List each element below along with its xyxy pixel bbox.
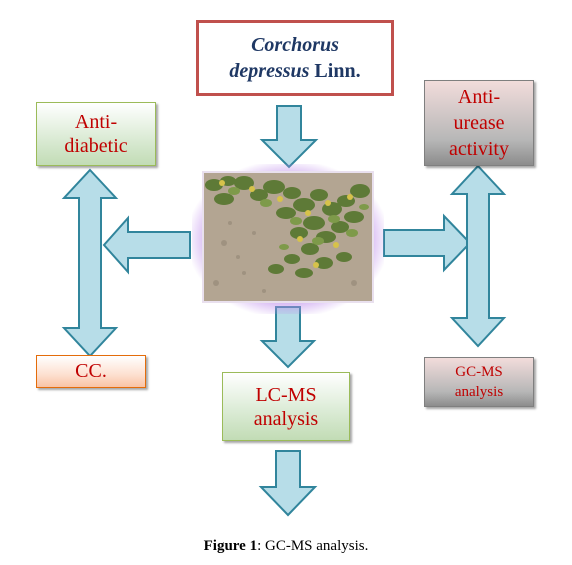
- gcms-box: GC-MS analysis: [424, 357, 534, 407]
- anti-urease-line-2: urease: [453, 112, 505, 134]
- anti-urease-line-3: activity: [449, 138, 509, 160]
- plant-photo: [202, 171, 374, 303]
- title-species: depressus: [229, 60, 310, 82]
- anti-urease-line-1: Anti-: [457, 86, 501, 108]
- cc-label: CC.: [75, 360, 107, 382]
- anti-urease-box: Anti- urease activity: [424, 80, 534, 166]
- anti-diabetic-line-1: Anti-: [74, 111, 118, 133]
- double-arrow-right: [449, 164, 507, 348]
- title-line-2: depressus Linn.: [229, 58, 360, 84]
- plant-photo-image: [204, 173, 372, 301]
- double-arrow-left: [61, 168, 119, 358]
- arrow-title-to-photo: [259, 105, 319, 169]
- title-line-1: Corchorus: [251, 34, 339, 56]
- arrow-lcms-down: [258, 450, 318, 517]
- soil-texture: [213, 221, 357, 293]
- title-author: Linn.: [314, 60, 361, 82]
- arrow-photo-to-left: [102, 215, 191, 275]
- gcms-line-2: analysis: [454, 384, 504, 400]
- title-box: Corchorus depressus Linn.: [196, 20, 394, 96]
- gcms-line-1: GC-MS: [455, 364, 503, 380]
- lcms-line-1: LC-MS: [255, 383, 317, 406]
- anti-diabetic-line-2: diabetic: [64, 135, 128, 157]
- leaf-cluster-2: [228, 187, 369, 250]
- anti-diabetic-box: Anti- diabetic: [36, 102, 156, 166]
- figure-caption: Figure 1: GC-MS analysis.: [0, 538, 572, 555]
- caption-text: : GC-MS analysis.: [257, 538, 369, 554]
- lcms-box: LC-MS analysis: [222, 372, 350, 441]
- caption-label: Figure 1: [203, 538, 258, 554]
- arrow-photo-to-lcms: [259, 306, 317, 369]
- cc-box: CC.: [36, 355, 146, 388]
- flowers: [219, 180, 353, 268]
- lcms-line-2: analysis: [253, 407, 319, 430]
- arrow-photo-to-right: [383, 213, 472, 273]
